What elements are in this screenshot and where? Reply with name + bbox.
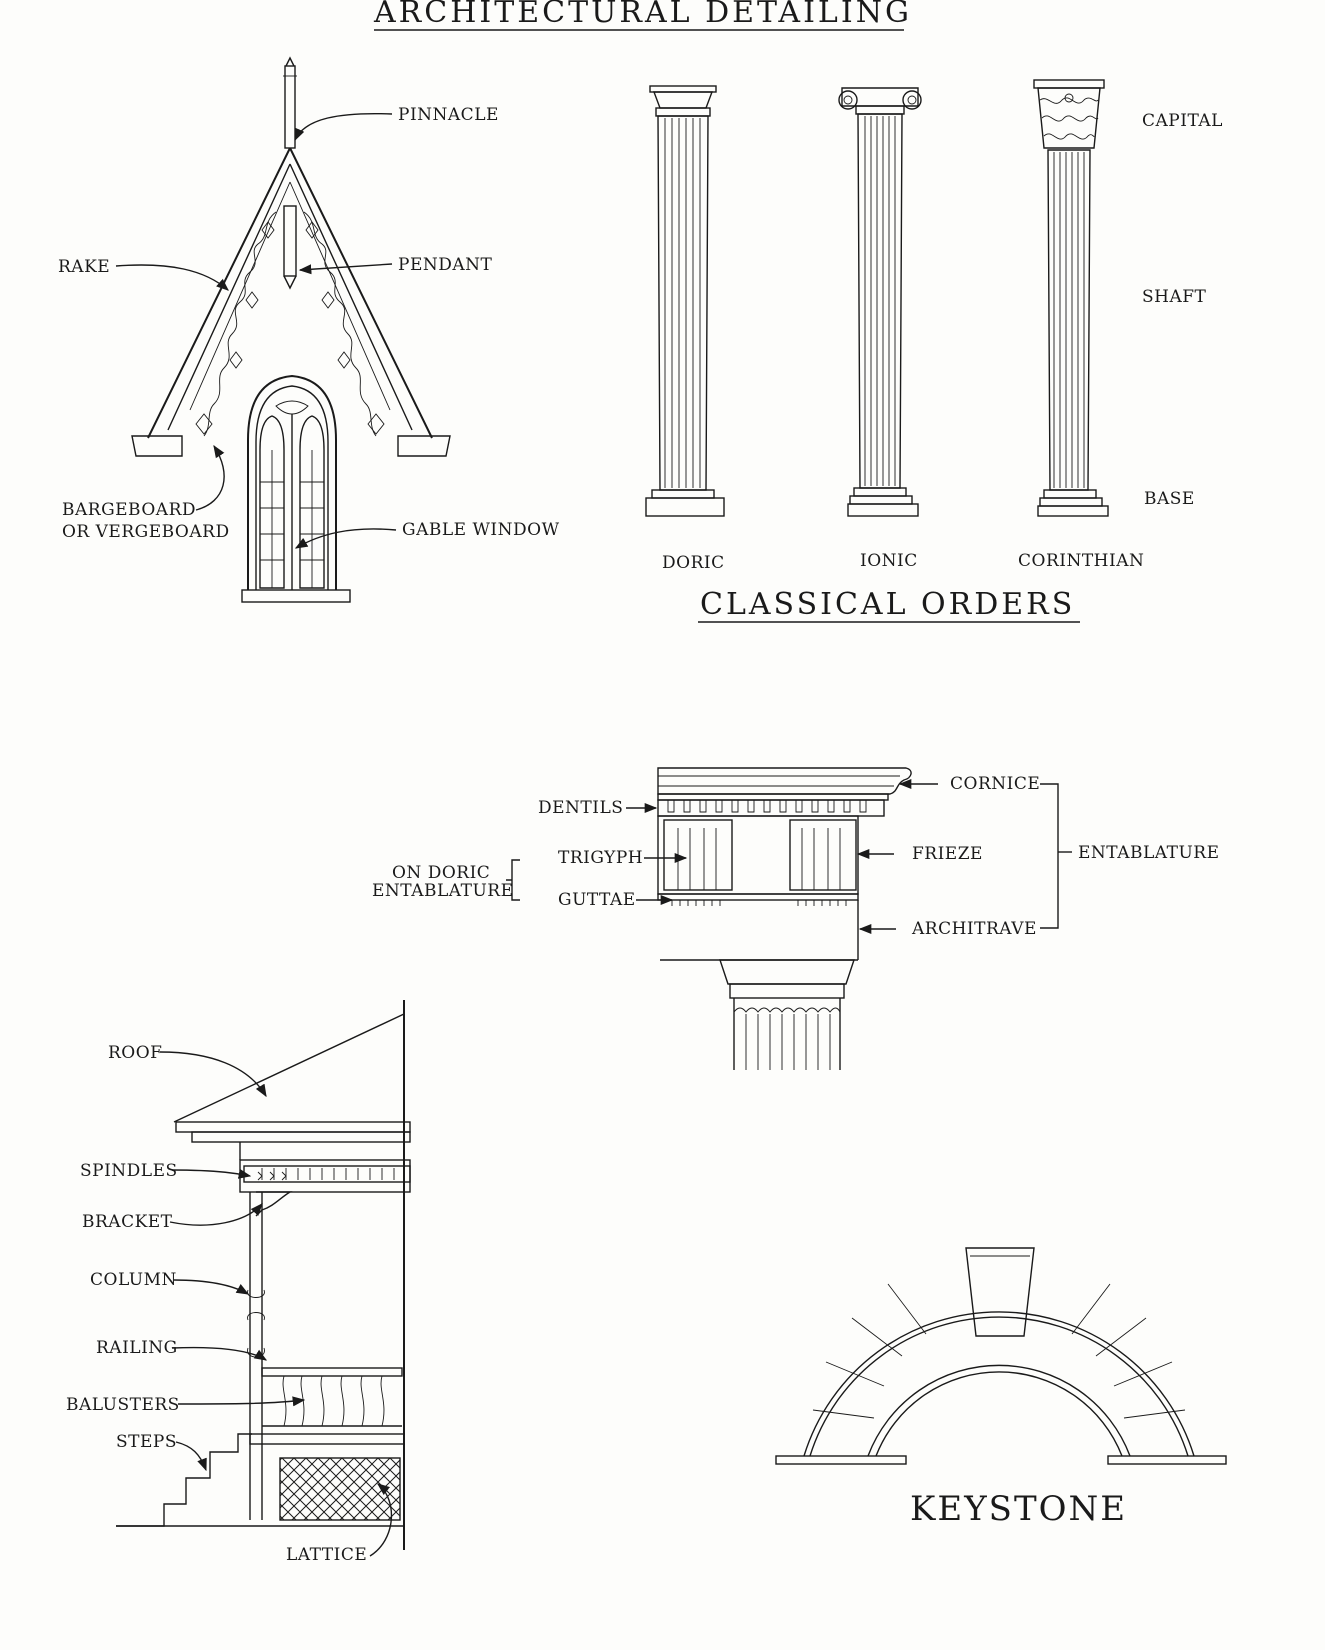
label-gable-window: GABLE WINDOW xyxy=(402,520,560,540)
label-bargeboard-2: OR VERGEBOARD xyxy=(62,522,230,542)
label-trigyph: TRIGYPH xyxy=(558,848,643,868)
triglyph-right xyxy=(789,819,857,891)
label-guttae: GUTTAE xyxy=(558,890,636,910)
label-steps: STEPS xyxy=(116,1432,177,1452)
gable-diagram: PINNACLE RAKE PENDANT BARGEBOARD OR VERG… xyxy=(58,56,560,603)
label-balusters: BALUSTERS xyxy=(66,1395,180,1415)
label-bracket: BRACKET xyxy=(82,1212,173,1232)
label-lattice: LATTICE xyxy=(286,1545,367,1565)
label-railing: RAILING xyxy=(96,1338,178,1358)
label-keystone: KEYSTONE xyxy=(910,1489,1127,1529)
entablature-diagram: CORNICE DENTILS TRIGYPH FRIEZE GUTTAE AR… xyxy=(372,767,1219,1070)
label-base: BASE xyxy=(1144,489,1195,509)
label-ionic: IONIC xyxy=(860,551,918,571)
bargeboard-ornament xyxy=(195,211,385,437)
label-column: COLUMN xyxy=(90,1270,177,1290)
porch-column xyxy=(247,1192,265,1520)
label-pinnacle: PINNACLE xyxy=(398,105,499,125)
label-shaft: SHAFT xyxy=(1142,287,1207,307)
label-on-doric-2: ENTABLATURE xyxy=(372,881,513,901)
classical-orders-diagram: CAPITAL SHAFT BASE DORIC IONIC CORINTHIA… xyxy=(645,79,1223,623)
porch-diagram: ROOF SPINDLES BRACKET COLUMN RAILING BAL… xyxy=(66,1000,411,1565)
svg-text:ARCHITECTURAL DETAILING: ARCHITECTURAL DETAILING xyxy=(373,0,912,30)
classical-orders-title: CLASSICAL ORDERS xyxy=(698,587,1080,623)
label-spindles: SPINDLES xyxy=(80,1161,178,1181)
keystone-arch-diagram: KEYSTONE xyxy=(775,1247,1227,1529)
pinnacle-shape xyxy=(283,56,297,149)
corinthian-column xyxy=(1033,79,1109,517)
label-roof: ROOF xyxy=(108,1043,162,1063)
label-entablature: ENTABLATURE xyxy=(1078,843,1219,863)
label-doric: DORIC xyxy=(662,553,725,573)
label-corinthian: CORINTHIAN xyxy=(1018,551,1144,571)
label-frieze: FRIEZE xyxy=(912,844,983,864)
triglyph-left xyxy=(663,819,733,891)
label-bargeboard: BARGEBOARD xyxy=(62,500,196,520)
gable-window-shape xyxy=(241,374,351,603)
keystone-block xyxy=(965,1247,1035,1337)
label-rake: RAKE xyxy=(58,257,110,277)
label-on-doric: ON DORIC xyxy=(392,863,490,883)
ionic-column xyxy=(838,87,922,517)
label-architrave: ARCHITRAVE xyxy=(911,919,1037,939)
label-cornice: CORNICE xyxy=(950,774,1040,794)
label-pendant: PENDANT xyxy=(398,255,493,275)
doric-column xyxy=(645,85,725,517)
label-capital: CAPITAL xyxy=(1142,111,1223,131)
pendant-shape xyxy=(283,205,297,290)
page-title: ARCHITECTURAL DETAILING xyxy=(373,0,912,31)
svg-text:CLASSICAL ORDERS: CLASSICAL ORDERS xyxy=(700,587,1075,622)
label-dentils: DENTILS xyxy=(538,798,623,818)
